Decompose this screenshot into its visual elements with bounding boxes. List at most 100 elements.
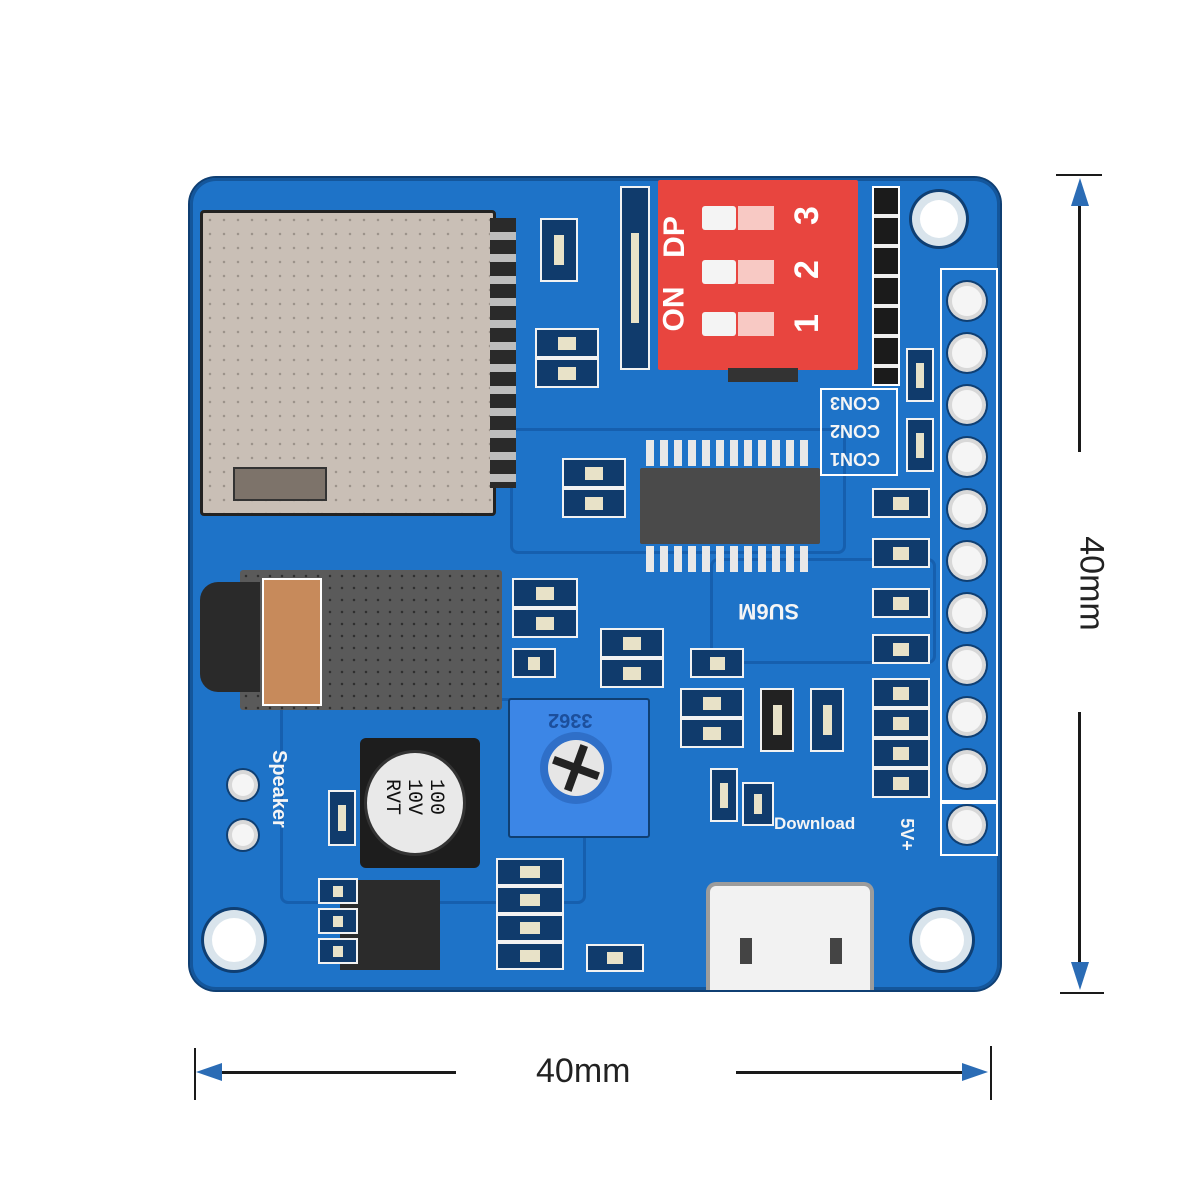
smd-component bbox=[512, 578, 578, 608]
usb-slot bbox=[830, 938, 842, 964]
power-pin[interactable] bbox=[952, 810, 982, 840]
smd-component bbox=[872, 708, 930, 738]
smd-component bbox=[512, 608, 578, 638]
dip-track-1 bbox=[738, 312, 774, 336]
arrow-down-icon bbox=[1071, 962, 1089, 990]
height-dimension-label: 40mm bbox=[1072, 536, 1111, 631]
smd-component bbox=[680, 688, 744, 718]
micro-sd-card-slot bbox=[200, 210, 496, 516]
potentiometer-label: 3362 bbox=[548, 709, 593, 731]
micro-usb-port[interactable] bbox=[710, 886, 870, 990]
header-pin[interactable] bbox=[952, 702, 982, 732]
smd-component bbox=[600, 658, 664, 688]
con3-label: CON3 bbox=[830, 393, 881, 413]
dimension-tick-bottom bbox=[1060, 992, 1104, 994]
chip-pins-bottom bbox=[646, 546, 814, 572]
pcb-board: DP ON 3 2 1 CON3 CON2 CON1 SU6M 5V+ bbox=[190, 178, 1000, 990]
mounting-hole-top-right bbox=[920, 200, 958, 238]
arrow-right-icon bbox=[962, 1063, 988, 1081]
smd-component bbox=[318, 938, 358, 964]
sd-card-pins bbox=[490, 218, 516, 488]
potentiometer[interactable]: 3362 bbox=[508, 698, 650, 838]
dip-track-2 bbox=[738, 260, 774, 284]
smd-component bbox=[872, 634, 930, 664]
main-ic-chip bbox=[640, 440, 820, 572]
electrolytic-capacitor: RVT 10V 100 bbox=[360, 738, 480, 868]
dip-toggle-3[interactable] bbox=[702, 206, 736, 230]
smd-component bbox=[586, 944, 644, 972]
header-pin[interactable] bbox=[952, 390, 982, 420]
smd-led bbox=[710, 768, 738, 822]
dimension-line-left bbox=[210, 1071, 456, 1074]
dip-label-on: ON bbox=[657, 286, 691, 332]
con-label-box bbox=[820, 388, 898, 476]
header-pin[interactable] bbox=[952, 754, 982, 784]
smd-component bbox=[562, 458, 626, 488]
smd-component bbox=[496, 942, 564, 970]
speaker-pad[interactable] bbox=[232, 774, 254, 796]
arrow-up-icon bbox=[1071, 178, 1089, 206]
dip-track-3 bbox=[738, 206, 774, 230]
chip-silk-label: SU6M bbox=[738, 599, 800, 624]
trace bbox=[710, 558, 936, 664]
dimension-line-top bbox=[1078, 196, 1081, 452]
smd-component bbox=[872, 488, 930, 518]
dimension-line-bottom bbox=[1078, 712, 1081, 968]
smd-component bbox=[540, 218, 578, 282]
audio-jack-insulator bbox=[262, 578, 322, 706]
dip-switch[interactable]: DP ON 3 2 1 bbox=[657, 180, 858, 382]
audio-jack[interactable] bbox=[200, 570, 502, 710]
pin-header-box bbox=[940, 268, 998, 802]
transistor bbox=[760, 688, 794, 752]
header-pin[interactable] bbox=[952, 338, 982, 368]
dip-toggle-1[interactable] bbox=[702, 312, 736, 336]
dimension-tick-right bbox=[990, 1046, 992, 1100]
capacitor-label-2: 10V bbox=[402, 778, 426, 816]
header-pin[interactable] bbox=[952, 598, 982, 628]
dimension-line-right bbox=[736, 1071, 976, 1074]
dip-position-1: 1 bbox=[787, 314, 826, 333]
speaker-pad[interactable] bbox=[232, 824, 254, 846]
smd-component bbox=[535, 358, 599, 388]
power-pin-box bbox=[940, 802, 998, 856]
capacitor-label-3: RVT bbox=[380, 778, 404, 816]
smd-resistor-array bbox=[620, 186, 650, 370]
smd-led bbox=[906, 348, 934, 402]
smd-component bbox=[872, 738, 930, 768]
dip-toggle-2[interactable] bbox=[702, 260, 736, 284]
smd-component bbox=[680, 718, 744, 748]
download-label: Download bbox=[774, 814, 856, 833]
smd-component bbox=[742, 782, 774, 826]
smd-component bbox=[872, 588, 930, 618]
chip-pins-top bbox=[646, 440, 814, 466]
smd-component bbox=[562, 488, 626, 518]
con1-label: CON1 bbox=[830, 449, 881, 469]
smd-component bbox=[328, 790, 356, 846]
smd-component bbox=[690, 648, 744, 678]
header-pin[interactable] bbox=[952, 494, 982, 524]
speaker-label: Speaker bbox=[268, 750, 290, 828]
arrow-left-icon bbox=[196, 1063, 222, 1081]
mounting-hole-bottom-right bbox=[920, 918, 964, 962]
dimension-tick-top bbox=[1056, 174, 1102, 176]
smd-component bbox=[512, 648, 556, 678]
header-pin[interactable] bbox=[952, 442, 982, 472]
usb-slot bbox=[740, 938, 752, 964]
power-label: 5V+ bbox=[896, 818, 917, 851]
potentiometer-knob[interactable] bbox=[548, 740, 604, 796]
header-pin[interactable] bbox=[952, 650, 982, 680]
smd-component bbox=[496, 858, 564, 886]
smd-component bbox=[318, 878, 358, 904]
dip-switch-base bbox=[728, 368, 798, 382]
smd-component bbox=[600, 628, 664, 658]
smd-component bbox=[318, 908, 358, 934]
smd-component bbox=[496, 886, 564, 914]
dip-position-2: 2 bbox=[787, 260, 826, 279]
smd-component bbox=[496, 914, 564, 942]
dip-position-3: 3 bbox=[787, 206, 826, 225]
audio-jack-opening bbox=[200, 582, 260, 692]
header-pin[interactable] bbox=[952, 286, 982, 316]
dip-label-dp: DP bbox=[657, 216, 691, 258]
header-pin[interactable] bbox=[952, 546, 982, 576]
smd-component bbox=[872, 768, 930, 798]
